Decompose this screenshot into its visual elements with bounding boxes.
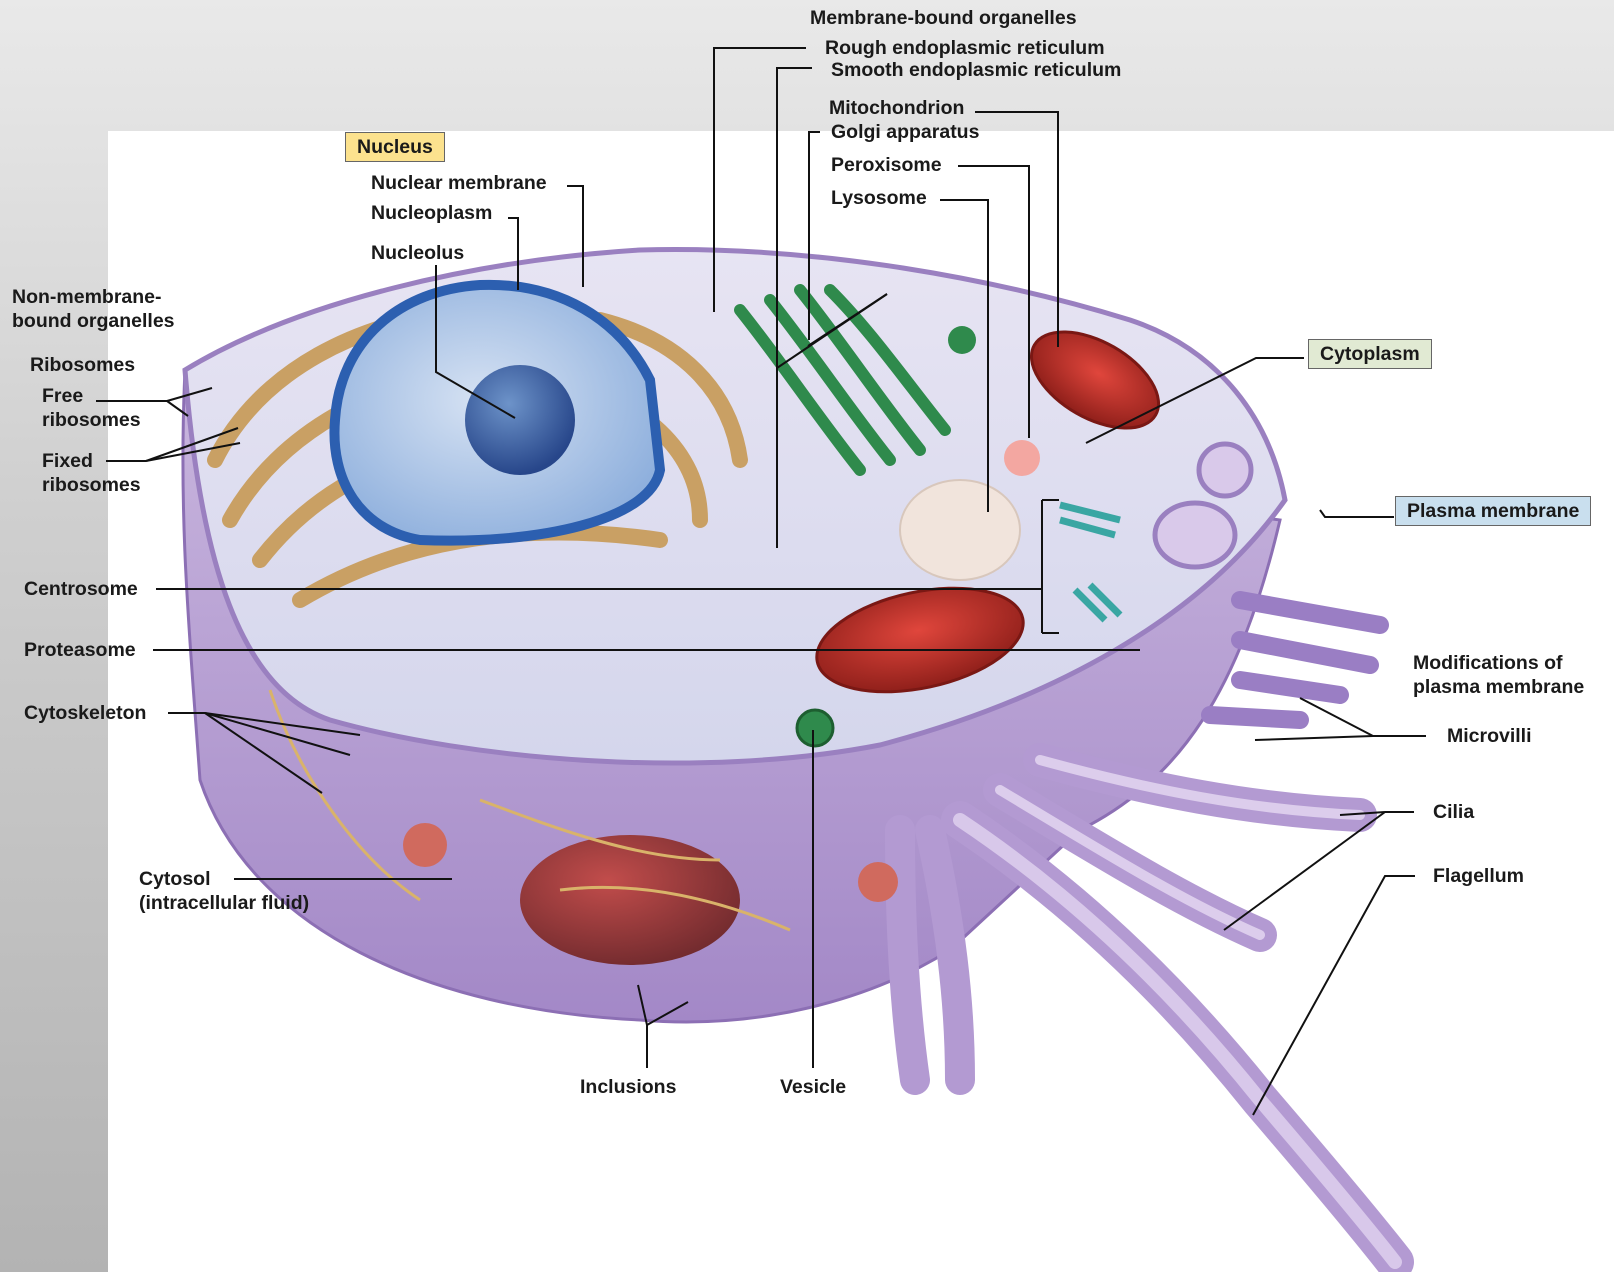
label-centrosome: Centrosome [24, 577, 138, 601]
label-ribosomes: Ribosomes [30, 353, 135, 377]
vesicle-shape [797, 710, 833, 746]
label-inclusions: Inclusions [580, 1075, 676, 1099]
header-membrane-bound: Membrane-bound organelles [810, 6, 1077, 30]
plasma-membrane-box: Plasma membrane [1395, 496, 1591, 526]
label-fixed-ribosomes: Fixed ribosomes [42, 449, 141, 497]
header-non-membrane-bound: Non-membrane- bound organelles [12, 285, 175, 333]
label-smooth-er: Smooth endoplasmic reticulum [831, 58, 1121, 82]
label-golgi: Golgi apparatus [831, 120, 979, 144]
label-cytosol: Cytosol (intracellular fluid) [139, 867, 309, 915]
label-nuclear-membrane: Nuclear membrane [371, 171, 547, 195]
label-microvilli: Microvilli [1447, 724, 1532, 748]
label-nucleoplasm: Nucleoplasm [371, 201, 492, 225]
label-mitochondrion: Mitochondrion [829, 96, 964, 120]
label-cilia: Cilia [1433, 800, 1474, 824]
label-vesicle: Vesicle [780, 1075, 846, 1099]
label-rough-er: Rough endoplasmic reticulum [825, 36, 1105, 60]
label-cytoskeleton: Cytoskeleton [24, 701, 146, 725]
label-proteasome: Proteasome [24, 638, 136, 662]
nucleus-box: Nucleus [345, 132, 445, 162]
label-flagellum: Flagellum [1433, 864, 1524, 888]
label-lysosome: Lysosome [831, 186, 927, 210]
label-modifications: Modifications of plasma membrane [1413, 651, 1584, 699]
lysosome [900, 480, 1020, 580]
cytoplasm-box: Cytoplasm [1308, 339, 1432, 369]
peroxisome [1004, 440, 1040, 476]
label-free-ribosomes: Free ribosomes [42, 384, 141, 432]
nucleolus-shape [465, 365, 575, 475]
label-peroxisome: Peroxisome [831, 153, 942, 177]
label-nucleolus: Nucleolus [371, 241, 464, 265]
